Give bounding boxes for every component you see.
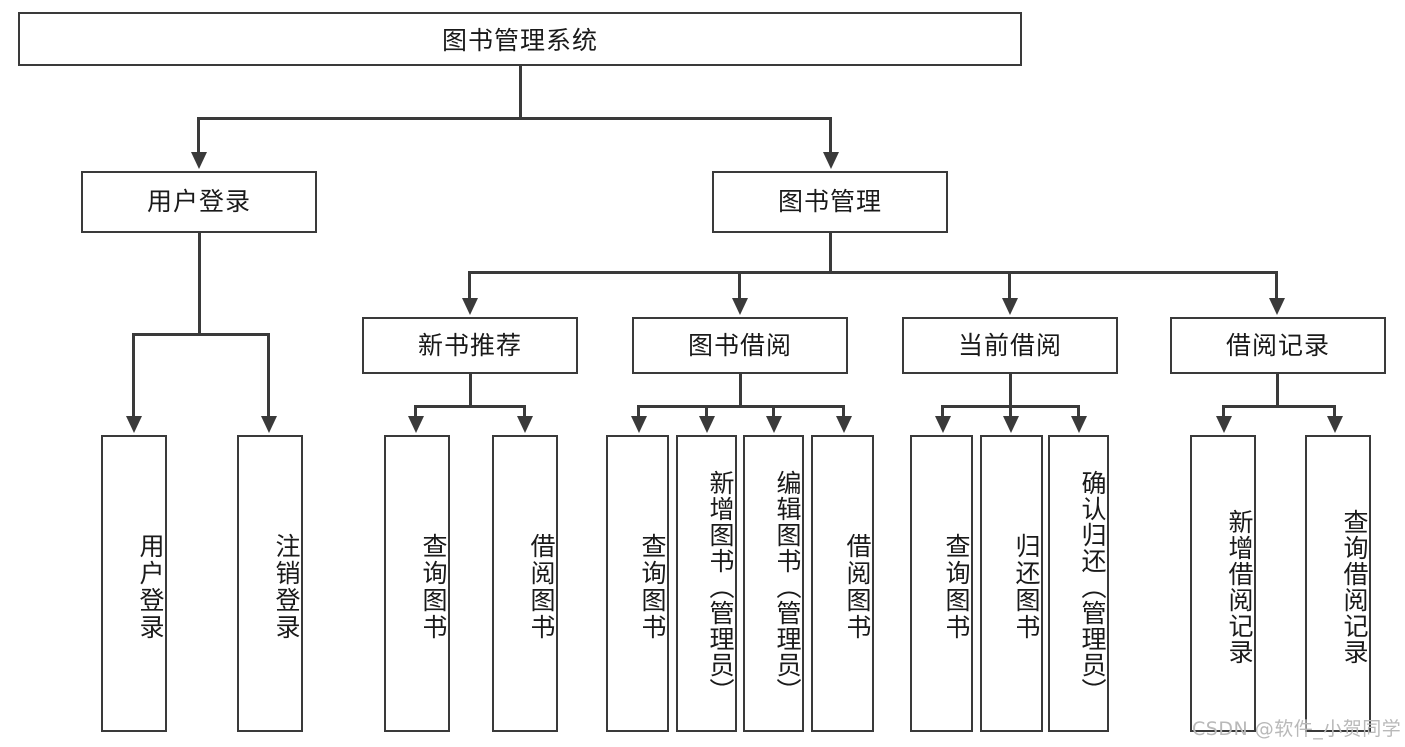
leaf-query-book-3[interactable]: 查询图书 [910,435,973,732]
connector-user-login-bar [132,333,270,336]
connector-nbr-child-1 [414,405,417,419]
connector-br-bar [1222,405,1336,408]
leaf-logout-login-label: 注销登录 [272,532,301,641]
connector-bm-child-4 [1275,271,1278,301]
connector-bb-stem [738,374,742,408]
node-borrow-record-label: 借阅记录 [1225,330,1330,360]
connector-nbr-child-2 [523,405,526,419]
connector-br-child-1 [1222,405,1225,419]
leaf-logout-login[interactable]: 注销登录 [237,435,303,732]
leaf-user-login-label: 用户登录 [136,532,165,641]
node-user-login[interactable]: 用户登录 [81,171,317,233]
leaf-query-book-2-label: 查询图书 [638,532,667,641]
arrow-leaf-user-login [125,416,142,433]
arrow-to-current-borrow [1001,298,1018,315]
arrow-leaf-add-record [1215,416,1232,433]
arrow-to-user-login [190,152,207,169]
connector-bb-child-4 [842,405,845,419]
connector-bb-child-2 [705,405,708,419]
node-new-book-recommend-label: 新书推荐 [417,330,522,360]
arrow-to-book-borrow [731,298,748,315]
connector-cb-stem [1008,374,1012,408]
leaf-query-book-1[interactable]: 查询图书 [384,435,450,732]
connector-to-user-login [197,117,200,154]
connector-br-stem [1275,374,1279,408]
node-book-borrow[interactable]: 图书借阅 [632,317,848,374]
leaf-return-book[interactable]: 归还图书 [980,435,1043,732]
leaf-confirm-return[interactable]: 确认归还（管理员） [1048,435,1109,732]
connector-bm-child-2 [738,271,741,301]
connector-user-login-stem [197,233,201,335]
connector-br-child-2 [1333,405,1336,419]
leaf-borrow-book-2-label: 借阅图书 [843,532,872,641]
node-user-login-label: 用户登录 [146,187,251,217]
connector-book-management-bar [468,271,1278,274]
leaf-add-book-label: 新增图书（管理员） [706,469,735,704]
arrow-leaf-logout-login [260,416,277,433]
connector-bb-child-3 [772,405,775,419]
connector-root-bar [197,117,832,120]
connector-bb-bar [637,405,845,408]
arrow-leaf-query-book-3 [934,416,951,433]
node-root-label: 图书管理系统 [441,26,598,55]
leaf-add-record[interactable]: 新增借阅记录 [1190,435,1256,732]
connector-root-stem [518,66,522,118]
leaf-query-record-label: 查询借阅记录 [1340,508,1369,665]
node-borrow-record[interactable]: 借阅记录 [1170,317,1386,374]
connector-cb-child-1 [941,405,944,419]
connector-bm-child-1 [468,271,471,301]
connector-to-book-management [829,117,832,154]
arrow-leaf-query-book-1 [407,416,424,433]
leaf-query-book-2[interactable]: 查询图书 [606,435,669,732]
connector-cb-child-2 [1009,405,1012,419]
node-current-borrow-label: 当前借阅 [957,330,1062,360]
leaf-add-record-label: 新增借阅记录 [1225,508,1254,665]
arrow-leaf-query-record [1326,416,1343,433]
leaf-query-book-3-label: 查询图书 [942,532,971,641]
arrow-leaf-borrow-book-1 [516,416,533,433]
node-book-management-label: 图书管理 [777,187,882,217]
connector-cb-child-3 [1077,405,1080,419]
leaf-confirm-return-label: 确认归还（管理员） [1078,469,1107,704]
leaf-query-book-1-label: 查询图书 [419,532,448,641]
node-book-borrow-label: 图书借阅 [687,330,792,360]
connector-user-login-child-2 [267,333,270,418]
leaf-edit-book-label: 编辑图书（管理员） [773,469,802,704]
connector-nbr-stem [468,374,472,408]
connector-nbr-bar [414,405,526,408]
arrow-leaf-query-book-2 [630,416,647,433]
node-root-system[interactable]: 图书管理系统 [18,12,1022,66]
leaf-add-book[interactable]: 新增图书（管理员） [676,435,737,732]
arrow-to-book-management [822,152,839,169]
arrow-leaf-add-book [698,416,715,433]
leaf-user-login[interactable]: 用户登录 [101,435,167,732]
csdn-watermark: CSDN @软件_小贺同学 [1192,714,1401,741]
leaf-borrow-book-1[interactable]: 借阅图书 [492,435,558,732]
node-book-management[interactable]: 图书管理 [712,171,948,233]
arrow-leaf-return-book [1002,416,1019,433]
node-new-book-recommend[interactable]: 新书推荐 [362,317,578,374]
arrow-leaf-edit-book [765,416,782,433]
leaf-edit-book[interactable]: 编辑图书（管理员） [743,435,804,732]
arrow-leaf-confirm-return [1070,416,1087,433]
node-current-borrow[interactable]: 当前借阅 [902,317,1118,374]
connector-bm-child-3 [1008,271,1011,301]
connector-user-login-child-1 [132,333,135,418]
leaf-borrow-book-2[interactable]: 借阅图书 [811,435,874,732]
arrow-to-borrow-record [1268,298,1285,315]
connector-book-management-stem [828,233,832,273]
arrow-leaf-borrow-book-2 [835,416,852,433]
leaf-query-record[interactable]: 查询借阅记录 [1305,435,1371,732]
leaf-borrow-book-1-label: 借阅图书 [527,532,556,641]
leaf-return-book-label: 归还图书 [1012,532,1041,641]
arrow-to-new-book-recommend [461,298,478,315]
connector-bb-child-1 [637,405,640,419]
watermark-text: CSDN @软件_小贺同学 [1192,718,1402,740]
